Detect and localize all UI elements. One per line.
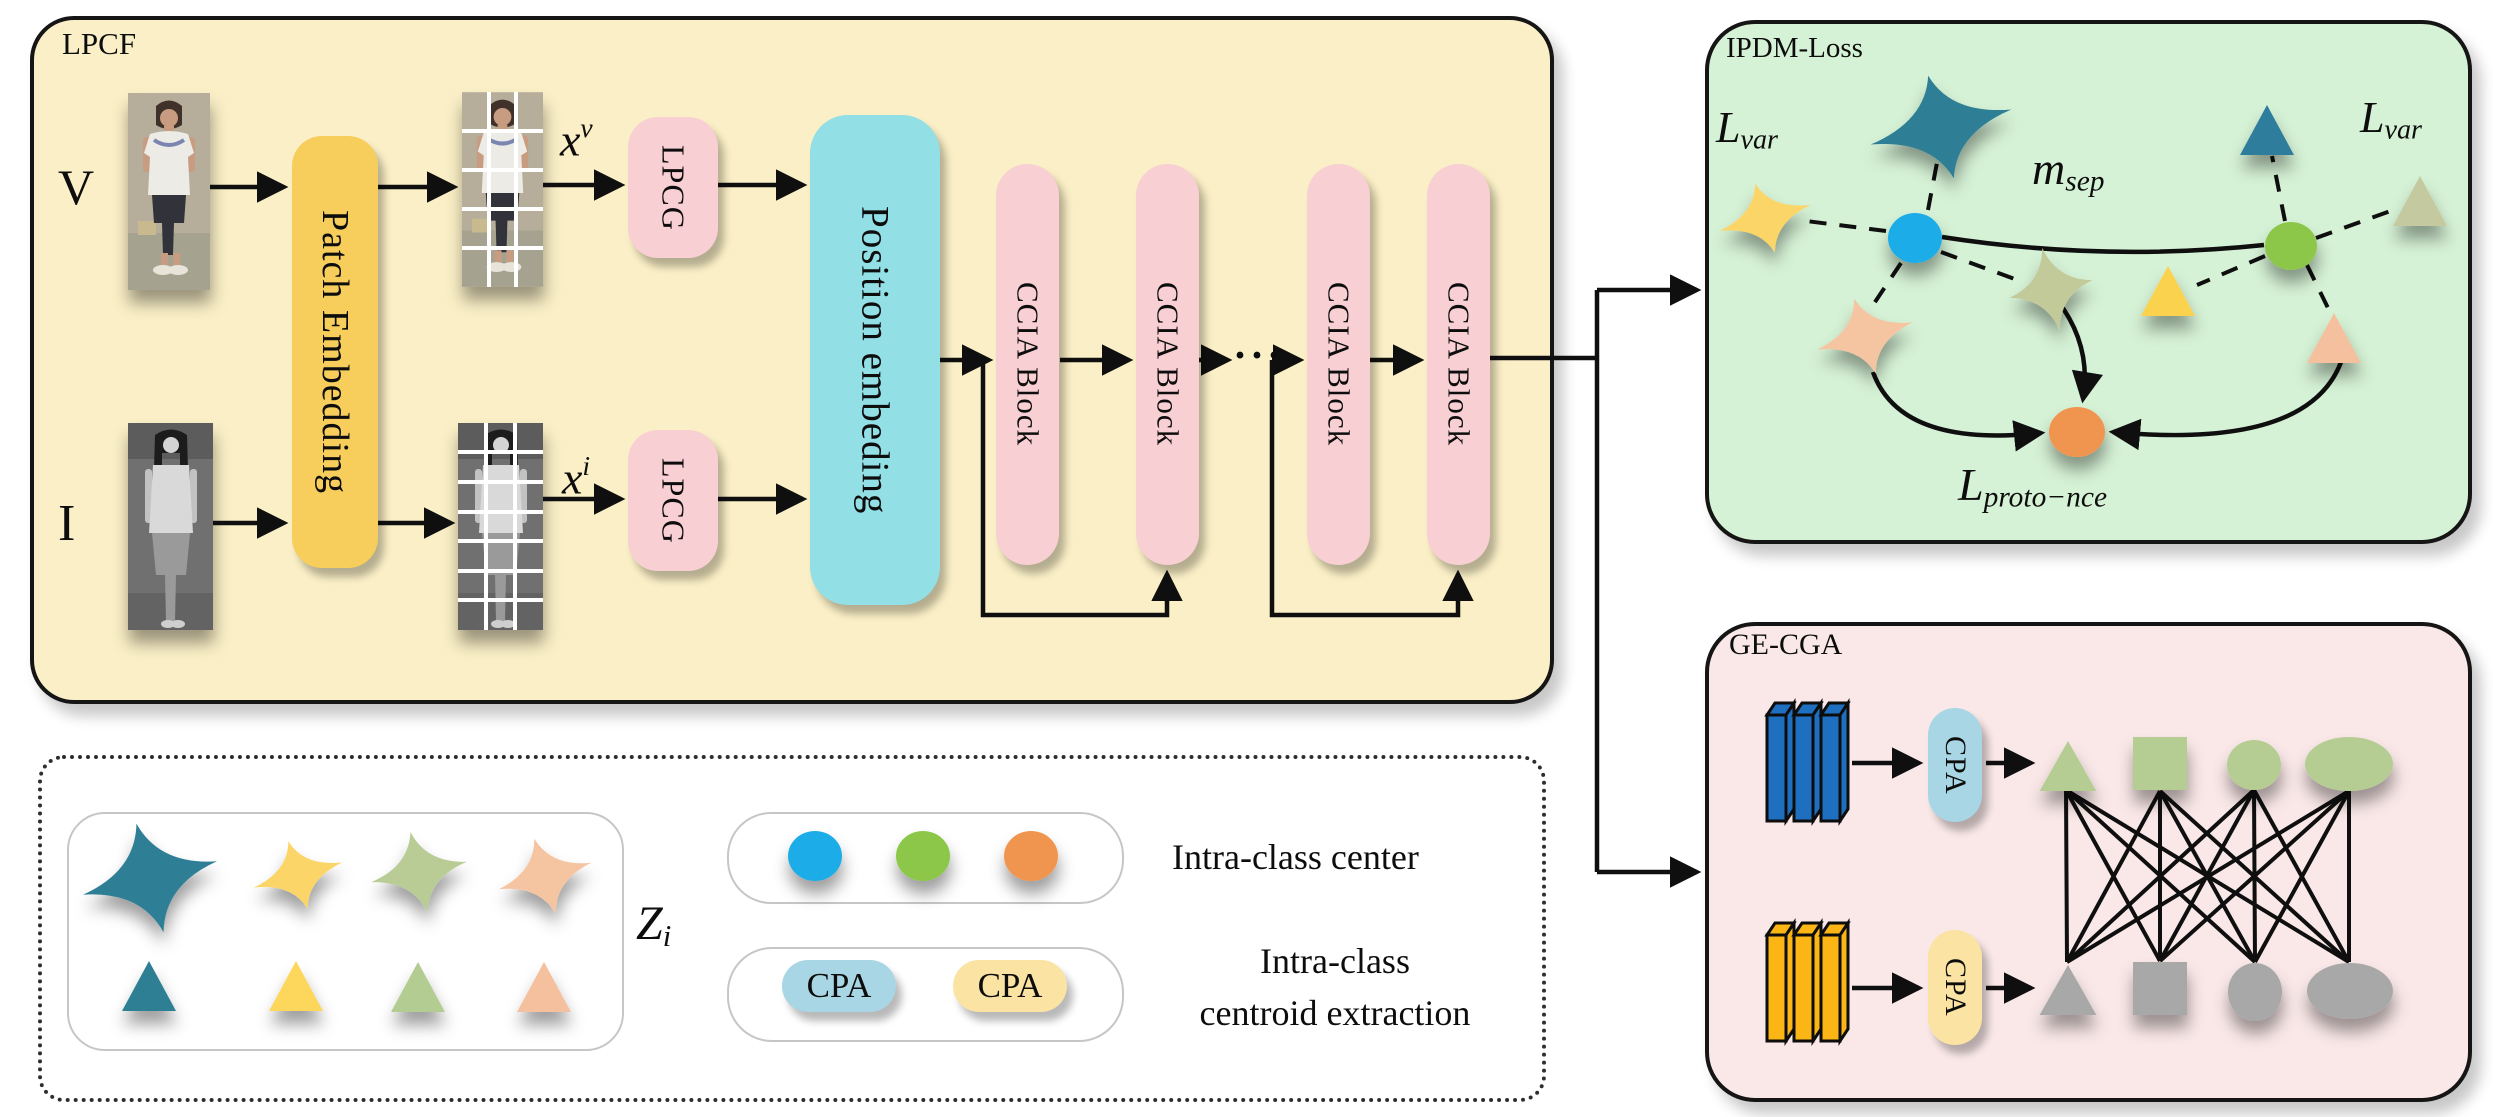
patch-embedding-label: Patch Embedding [314, 209, 356, 495]
x-v-label: xv [560, 112, 593, 166]
ccia-block-2: CCIA Block [1136, 164, 1199, 565]
green-ellipse-icon [2227, 740, 2281, 790]
patch-embedding-block: Patch Embedding [292, 136, 378, 568]
patched-image-visible [462, 92, 543, 287]
yellow-triangle-icon [269, 961, 323, 1011]
blue-center-icon [788, 831, 842, 881]
ipdm-proto-arrows [1870, 298, 2344, 452]
peach-star-icon [488, 825, 602, 927]
cpa-label: CPA [1939, 735, 1972, 795]
green-triangle-icon [391, 962, 445, 1012]
cpa-label: CPA [977, 966, 1043, 1005]
lpcf-flow-arrows [210, 169, 1702, 888]
legend-center-icons [788, 831, 1058, 881]
gray-large-ellipse-icon [2307, 963, 2393, 1019]
ccia-block-label: CCIA Block [1150, 282, 1186, 447]
ipdm-dashed-links [1805, 151, 2397, 311]
gray-triangle-icon [2039, 965, 2097, 1015]
olive-star-icon [2000, 239, 2102, 339]
position-embedding-block: Position embeding [810, 115, 940, 605]
position-embedding-label: Position embeding [853, 205, 897, 515]
gecga-feature-slabs-yellow [1764, 918, 1851, 1046]
m-sep-label: msep [2032, 143, 2105, 198]
lpcg-block-visible: LPCG [628, 117, 718, 258]
l-var-left-label: Lvar [1716, 103, 1779, 156]
yellow-star-icon [244, 828, 352, 922]
lpcg-block-infrared: LPCG [628, 430, 718, 571]
cpa-block-visible: CPA [1928, 708, 1982, 822]
ccia-block-label: CCIA Block [1441, 282, 1477, 447]
yellow-star-icon [1709, 170, 1821, 266]
input-v-label: V [58, 159, 95, 215]
gecga-feature-slabs-blue [1764, 698, 1851, 826]
peach-triangle-icon [2307, 313, 2361, 363]
gray-ellipse-icon [2228, 963, 2282, 1021]
centroid-extraction-label-line1: Intra-class [1260, 941, 1410, 981]
green-large-ellipse-icon [2305, 737, 2393, 791]
green-triangle-icon [2039, 741, 2097, 791]
intra-class-center-label: Intra-class center [1172, 837, 1419, 877]
teal-triangle-icon [2240, 105, 2294, 155]
gecga-arrows [1852, 747, 2036, 1004]
patched-image-infrared [458, 423, 543, 630]
peach-triangle-icon [517, 962, 571, 1012]
input-image-infrared [128, 423, 213, 630]
input-i-label: I [58, 495, 76, 552]
green-square-icon [2133, 737, 2187, 790]
teal-triangle-icon [122, 961, 176, 1011]
x-i-label: xi [562, 450, 591, 504]
yellow-triangle-icon [2141, 266, 2195, 316]
l-proto-nce-label: Lproto−nce [1958, 459, 2108, 514]
peach-star-icon [1806, 284, 1924, 388]
ipdm-class-shapes [1709, 58, 2447, 457]
orange-center-icon [1004, 831, 1058, 881]
green-center-icon [2265, 222, 2317, 270]
blue-center-icon [1888, 213, 1942, 263]
green-star-icon [362, 821, 476, 923]
gray-square-icon [2133, 962, 2187, 1015]
cpa-block-infrared: CPA [1928, 930, 1982, 1045]
cpa-label: CPA [806, 966, 872, 1005]
z-i-label: Zi [636, 897, 672, 953]
ccia-block-1: CCIA Block [996, 164, 1059, 565]
gecga-title: GE-CGA [1729, 628, 1843, 661]
teal-star-icon [1857, 58, 2025, 196]
ccia-block-label: CCIA Block [1010, 282, 1046, 447]
l-var-right-label: Lvar [2360, 93, 2423, 146]
gecga-bipartite-links [2064, 788, 2351, 964]
input-image-visible [128, 93, 210, 290]
ccia-block-3: CCIA Block [1307, 164, 1370, 565]
ellipsis-dots: ··· [1233, 333, 1285, 379]
cpa-label: CPA [1939, 958, 1972, 1017]
teal-star-icon [69, 806, 231, 950]
legend-sample-shapes [69, 806, 602, 1012]
lpcg-label: LPCG [655, 144, 692, 231]
green-center-icon [896, 831, 950, 881]
ccia-block-label: CCIA Block [1321, 282, 1357, 447]
olive-triangle-icon [2393, 176, 2447, 226]
centroid-extraction-label-line2: centroid extraction [1199, 993, 1471, 1033]
gecga-green-shapes [2039, 737, 2393, 791]
gecga-gray-shapes [2039, 962, 2393, 1021]
legend-cpa-yellow: CPA [953, 960, 1067, 1012]
lpcf-title: LPCF [62, 26, 137, 61]
legend-cpa-blue: CPA [782, 960, 896, 1012]
orange-prototype-icon [2049, 407, 2105, 457]
ipdm-separation-line [1941, 234, 2265, 255]
ipdm-title: IPDM-Loss [1726, 32, 1863, 64]
ccia-block-4: CCIA Block [1427, 164, 1490, 565]
lpcg-label: LPCG [655, 457, 692, 544]
